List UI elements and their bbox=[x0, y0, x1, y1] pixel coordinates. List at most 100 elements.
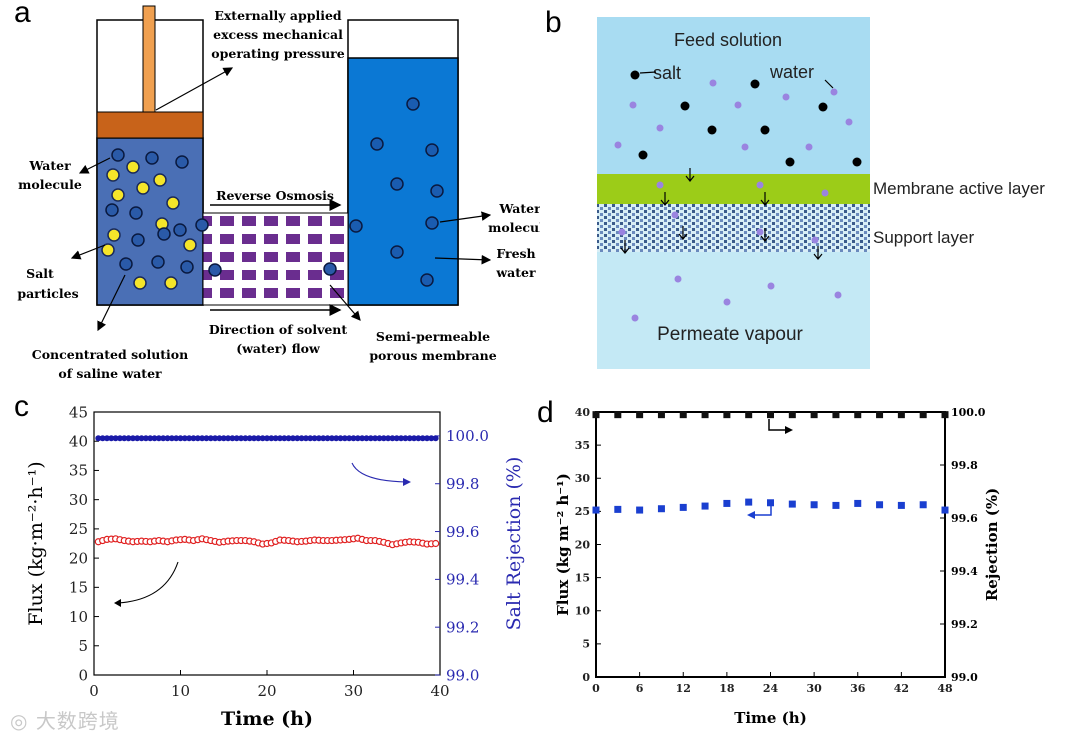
data-point bbox=[854, 499, 862, 507]
data-point bbox=[116, 435, 123, 442]
y-tick-label: 15 bbox=[575, 571, 590, 584]
y2-tick-label: 99.0 bbox=[446, 666, 479, 684]
watermark: ◎ 大数跨境 bbox=[10, 705, 120, 734]
y2-tick-label: 99.6 bbox=[446, 523, 479, 541]
data-point bbox=[723, 499, 731, 507]
y2-tick-label: 99.2 bbox=[951, 618, 978, 631]
data-point bbox=[324, 435, 331, 442]
semi-permeable-2: porous membrane bbox=[369, 348, 496, 363]
water-molecules-right bbox=[349, 97, 444, 287]
y-tick-label: 30 bbox=[575, 472, 591, 485]
x-tick-label: 30 bbox=[344, 682, 363, 700]
salt-particles-1: Salt bbox=[26, 266, 54, 281]
y-tick-label: 5 bbox=[582, 638, 590, 651]
y-tick-label: 40 bbox=[575, 406, 591, 419]
y2-tick-label: 100.0 bbox=[951, 406, 986, 419]
y-tick-label: 30 bbox=[69, 491, 88, 509]
data-point bbox=[614, 411, 622, 419]
water-molecule-left-2: molecule bbox=[18, 177, 82, 192]
y2-tick-label: 99.0 bbox=[951, 671, 978, 684]
water-molecule-membrane bbox=[208, 263, 222, 277]
pressure-label-3: operating pressure bbox=[211, 46, 344, 61]
semi-permeable-1: Semi-permeable bbox=[376, 329, 490, 344]
data-point bbox=[363, 435, 370, 442]
y2-tick-label: 99.8 bbox=[446, 475, 479, 493]
data-point bbox=[233, 435, 240, 442]
fresh-water-2: water bbox=[495, 265, 536, 280]
y2-tick-label: 100.0 bbox=[446, 427, 489, 445]
data-point bbox=[832, 501, 840, 509]
permeate-region bbox=[597, 252, 870, 369]
data-point bbox=[302, 435, 309, 442]
data-point bbox=[380, 435, 387, 442]
data-point bbox=[679, 503, 687, 511]
data-point bbox=[95, 435, 102, 442]
watermark-icon: ◎ bbox=[10, 709, 29, 733]
data-point bbox=[285, 435, 292, 442]
data-point bbox=[212, 435, 219, 442]
data-point bbox=[199, 435, 206, 442]
data-point bbox=[402, 435, 409, 442]
data-point bbox=[393, 435, 400, 442]
data-point bbox=[255, 435, 262, 442]
data-point bbox=[767, 499, 774, 507]
data-point bbox=[242, 435, 249, 442]
data-point bbox=[701, 411, 709, 419]
piston-rod bbox=[142, 5, 156, 113]
x-tick-label: 30 bbox=[806, 682, 822, 695]
data-point bbox=[186, 435, 193, 442]
y-tick-label: 15 bbox=[69, 579, 88, 597]
y-axis-label: Flux (kg m⁻² h⁻¹) bbox=[554, 473, 572, 616]
flux-arrow bbox=[117, 561, 179, 604]
y2-axis-label: Rejection (%) bbox=[983, 488, 1001, 601]
x-tick-label: 0 bbox=[89, 682, 99, 700]
data-point bbox=[121, 435, 128, 442]
data-point bbox=[432, 539, 440, 548]
data-point bbox=[276, 435, 283, 442]
data-point bbox=[376, 435, 383, 442]
pressure-label-1: Externally applied bbox=[214, 8, 342, 23]
active-layer bbox=[597, 174, 870, 204]
data-point bbox=[385, 435, 392, 442]
data-point bbox=[354, 435, 361, 442]
data-point bbox=[168, 435, 175, 442]
data-point bbox=[225, 435, 232, 442]
concentrated-1: Concentrated solution bbox=[32, 347, 188, 362]
data-point bbox=[246, 435, 253, 442]
data-point bbox=[333, 435, 340, 442]
data-point bbox=[190, 435, 197, 442]
y2-tick-label: 99.8 bbox=[951, 459, 978, 472]
data-point bbox=[203, 435, 210, 442]
data-point bbox=[745, 498, 753, 506]
data-point bbox=[389, 435, 396, 442]
data-point bbox=[177, 435, 184, 442]
data-point bbox=[854, 411, 862, 419]
data-point bbox=[614, 505, 622, 513]
data-point bbox=[320, 435, 327, 442]
data-point bbox=[281, 435, 288, 442]
data-point bbox=[346, 435, 353, 442]
data-point bbox=[125, 435, 132, 442]
y-tick-label: 40 bbox=[69, 432, 88, 450]
water-molecule-left-1: Water bbox=[28, 158, 71, 173]
data-point bbox=[207, 435, 214, 442]
data-point bbox=[788, 411, 796, 419]
data-point bbox=[832, 411, 840, 419]
watermark-text: 大数跨境 bbox=[35, 709, 120, 733]
salt-particles bbox=[101, 160, 197, 290]
data-point bbox=[194, 435, 201, 442]
fresh-water-1: Fresh bbox=[496, 246, 535, 261]
data-point bbox=[941, 411, 949, 419]
concentrated-2: of saline water bbox=[58, 366, 162, 381]
data-point bbox=[160, 435, 167, 442]
data-point bbox=[259, 435, 266, 442]
flow-arrows bbox=[620, 168, 823, 260]
data-point bbox=[99, 435, 106, 442]
data-point bbox=[155, 435, 162, 442]
data-point bbox=[723, 411, 731, 419]
panel-letter-d: d bbox=[537, 396, 554, 429]
data-point bbox=[238, 435, 245, 442]
data-point bbox=[251, 435, 258, 442]
data-point bbox=[151, 435, 158, 442]
